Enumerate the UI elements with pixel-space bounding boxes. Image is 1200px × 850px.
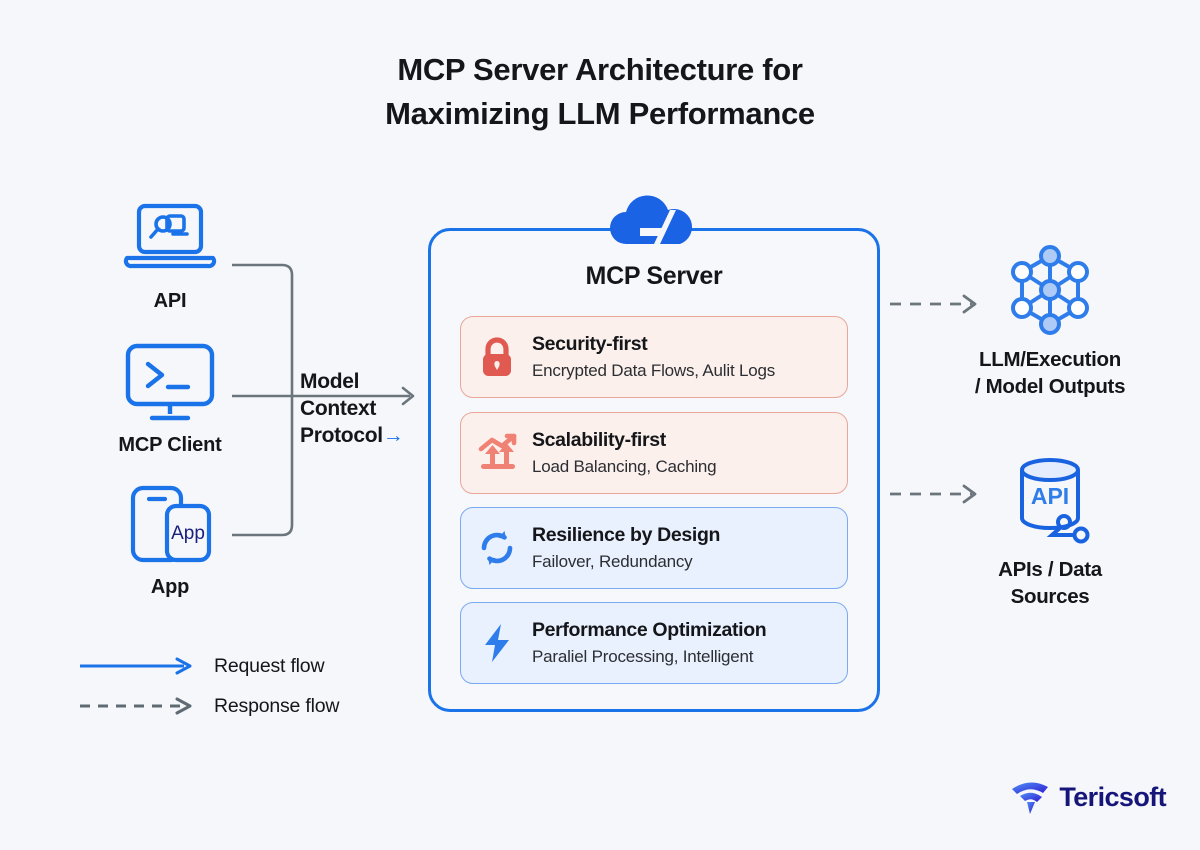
- protocol-line2: Context: [300, 397, 377, 421]
- output-llm-line2: / Model Outputs: [974, 375, 1126, 399]
- page-title-line2: Maximizing LLM Performance: [385, 96, 815, 132]
- legend-request-label: Request flow: [214, 654, 325, 677]
- protocol-line3: Protocol: [300, 424, 383, 448]
- output-apis-label: APIs / Data Sources: [930, 556, 1170, 610]
- feature-card-security[interactable]: Security-first Encrypted Data Flows, Aul…: [460, 316, 848, 398]
- response-arrowhead-api: [962, 484, 977, 504]
- feature-card-resilience-subtitle: Failover, Redundancy: [532, 551, 693, 571]
- brand-logo[interactable]: Tericsoft: [1010, 780, 1167, 814]
- output-apis-line1: APIs / Data: [998, 558, 1102, 581]
- protocol-arrow-icon: →: [382, 424, 404, 448]
- neural-network-icon: [930, 240, 1170, 340]
- tericsoft-logo-icon: [1012, 782, 1049, 814]
- output-apis-line2: Sources: [1010, 585, 1090, 609]
- database-badge-text: API: [1031, 483, 1069, 509]
- feature-card-scalability[interactable]: Scalability-first Load Balancing, Cachin…: [460, 412, 848, 494]
- mobile-app-icon: App: [62, 482, 278, 568]
- page-title: MCP Server Architecture for Maximizing L…: [0, 48, 1200, 136]
- lightning-bolt-icon: [475, 621, 519, 665]
- legend-response-label: Response flow: [214, 694, 340, 717]
- solid-arrow-icon: [80, 657, 192, 675]
- protocol-line1: Model: [300, 370, 360, 393]
- legend: Request flow Response flow: [78, 646, 418, 726]
- app-badge-text: App: [171, 523, 205, 544]
- mcp-server-title: MCP Server: [585, 262, 723, 290]
- output-llm-line1: LLM/Execution: [979, 348, 1121, 371]
- feature-card-scalability-title: Scalability-first: [532, 429, 666, 452]
- source-merge-bracket: [232, 263, 294, 537]
- laptop-api-icon: [62, 196, 278, 282]
- cloud-icon: [596, 192, 704, 248]
- feature-card-resilience-title: Resilience by Design: [532, 524, 721, 547]
- growth-chart-icon: [475, 431, 519, 475]
- feature-card-scalability-subtitle: Load Balancing, Caching: [532, 456, 717, 476]
- source-mcp-client[interactable]: MCP Client: [62, 340, 278, 457]
- output-llm[interactable]: LLM/Execution / Model Outputs: [930, 240, 1170, 400]
- source-api-label: API: [153, 290, 187, 312]
- feature-card-security-subtitle: Encrypted Data Flows, Aulit Logs: [532, 360, 776, 380]
- source-app-label: App: [150, 576, 190, 598]
- page-title-line1: MCP Server Architecture for: [397, 52, 803, 87]
- merge-arrowhead: [401, 386, 415, 406]
- source-app[interactable]: App App: [62, 482, 278, 599]
- model-context-protocol-label: Model Context Protocol→: [300, 368, 430, 449]
- lock-icon: [475, 335, 519, 379]
- desktop-terminal-icon: [62, 340, 278, 426]
- source-api[interactable]: API: [62, 196, 278, 313]
- feature-card-performance-title: Performance Optimization: [532, 619, 767, 642]
- output-llm-label: LLM/Execution / Model Outputs: [930, 346, 1170, 400]
- feature-card-performance[interactable]: Performance Optimization Paraliel Proces…: [460, 602, 848, 684]
- feature-card-performance-subtitle: Paraliel Processing, Intelligent: [532, 646, 754, 666]
- dashed-arrow-icon: [80, 697, 192, 715]
- response-arrowhead-llm: [962, 294, 977, 314]
- refresh-sync-icon: [475, 526, 519, 570]
- feature-card-resilience[interactable]: Resilience by Design Failover, Redundanc…: [460, 507, 848, 589]
- legend-item-response: Response flow: [78, 686, 418, 726]
- source-mcp-client-label: MCP Client: [118, 434, 222, 456]
- legend-item-request: Request flow: [78, 646, 418, 686]
- brand-name: Tericsoft: [1059, 781, 1166, 812]
- output-apis[interactable]: API APIs / Data Sources: [930, 450, 1170, 610]
- database-api-icon: API: [930, 450, 1170, 550]
- feature-card-security-title: Security-first: [532, 333, 648, 356]
